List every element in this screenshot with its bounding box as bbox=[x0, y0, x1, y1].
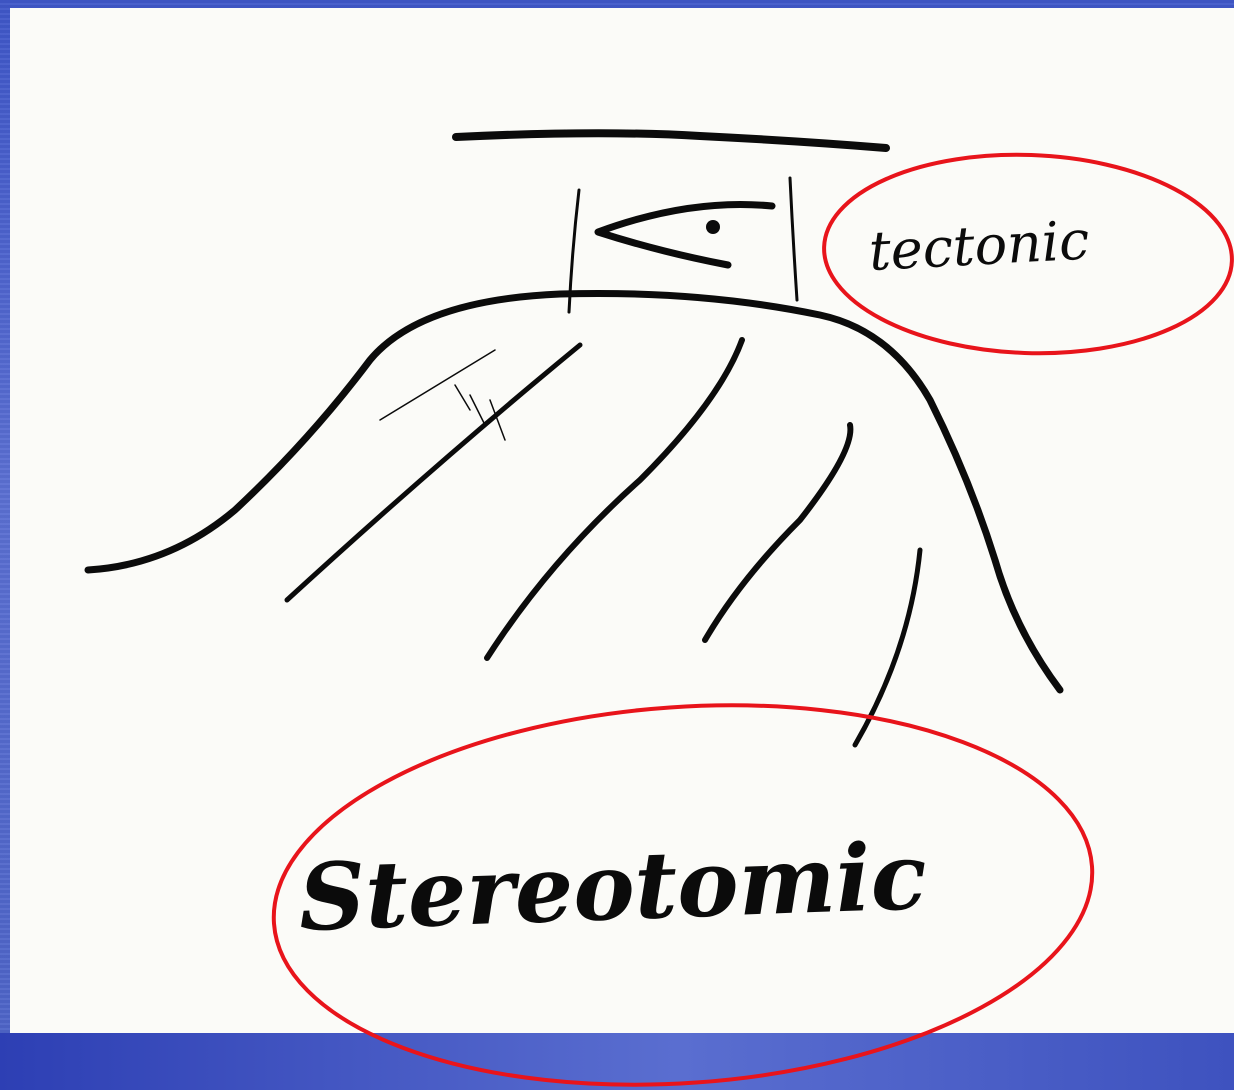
mound-hatch-1 bbox=[287, 345, 580, 600]
mound-hatch-3 bbox=[705, 425, 850, 640]
roof-slab-line bbox=[456, 133, 886, 148]
eye-pupil bbox=[706, 220, 720, 234]
tectonic-label: tectonic bbox=[867, 209, 1090, 283]
stereotomic-label: Stereotomic bbox=[297, 822, 928, 952]
right-column-line bbox=[790, 178, 797, 300]
eye-shape bbox=[598, 204, 772, 265]
